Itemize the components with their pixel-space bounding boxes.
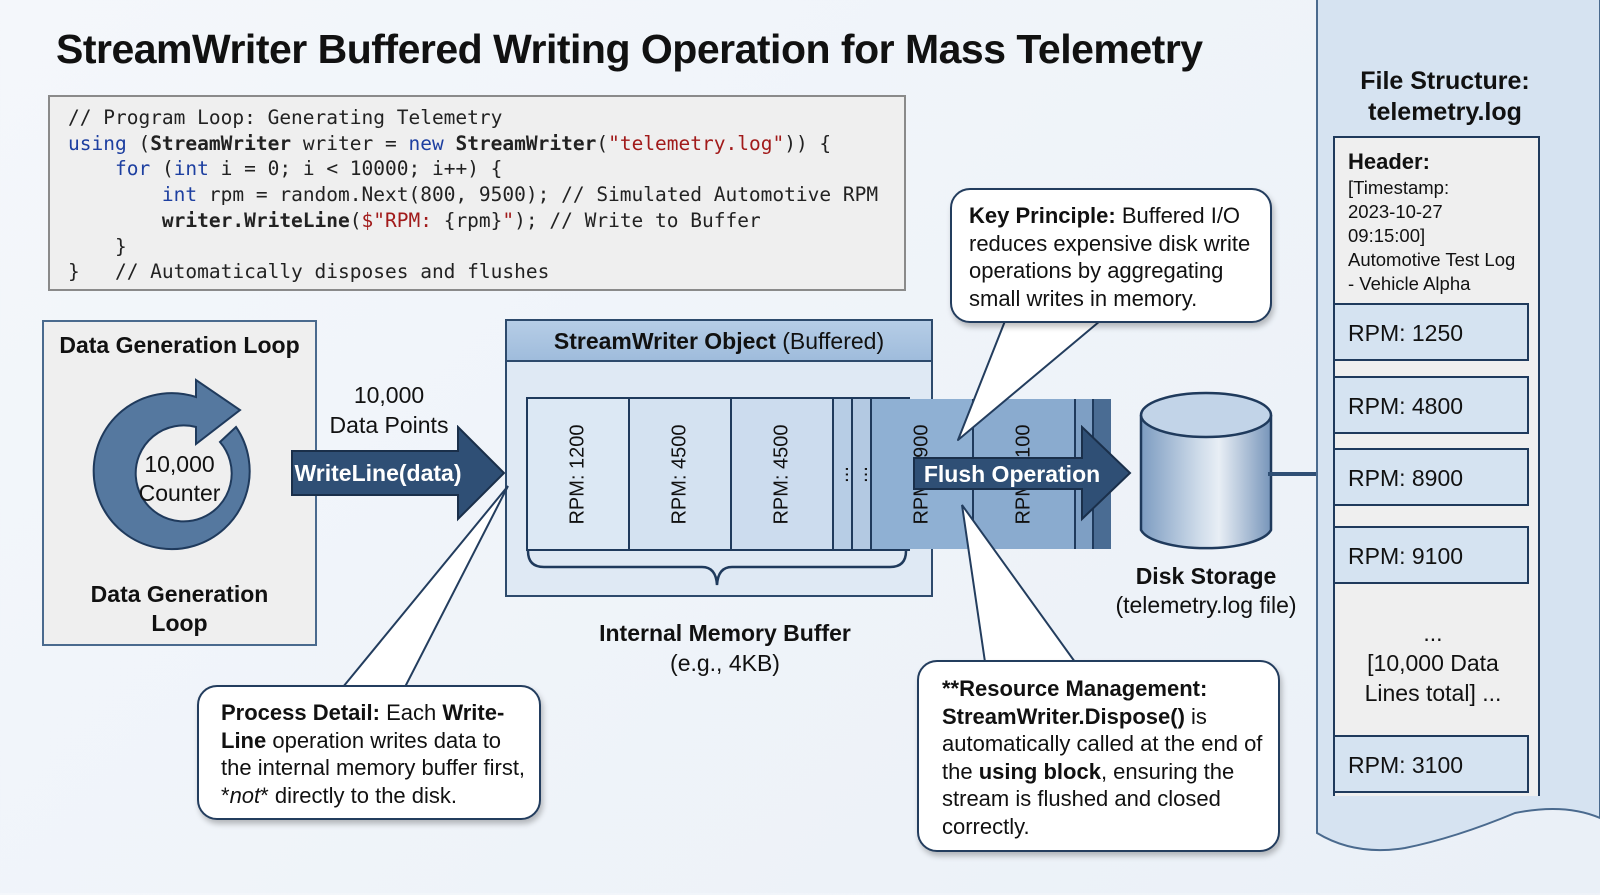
- buffer-cell: ...: [849, 399, 872, 549]
- buffer-brace: [526, 550, 908, 586]
- counter-value: 10,000: [144, 451, 215, 477]
- file-header-line: Automotive Test Log: [1348, 249, 1516, 270]
- flush-operation-arrow: Flush Operation: [913, 425, 1132, 522]
- code-snippet: // Program Loop: Generating Telemetry us…: [48, 95, 906, 291]
- disk-storage-label: Disk Storage (telemetry.log file): [1095, 562, 1317, 620]
- file-header-label: Header:: [1348, 149, 1430, 174]
- file-structure-title: File Structure: telemetry.log: [1330, 66, 1560, 128]
- counter-label: 10,000 Counter: [44, 450, 315, 508]
- file-more-line: Lines total] ...: [1364, 680, 1502, 706]
- callout-text: Buffered I/O reduces expensive disk writ…: [969, 203, 1251, 311]
- data-points-count: 10,000: [353, 382, 425, 408]
- file-more-lines: ... [10,000 Data Lines total] ...: [1335, 618, 1531, 708]
- code-line: writer.WriteLine($"RPM: {rpm}"); // Writ…: [161, 208, 761, 232]
- file-header-line: 09:15:00]: [1348, 225, 1426, 246]
- process-detail-callout: Process Detail: Each Write-Line operatio…: [197, 685, 541, 820]
- memory-buffer-label: Internal Memory Buffer (e.g., 4KB): [560, 618, 890, 678]
- loop-cycle-icon: [92, 378, 251, 551]
- writeline-arrow-label: WriteLine(data): [295, 460, 462, 486]
- callout-emphasis: Write-Line: [221, 700, 505, 753]
- memory-buffer-title: Internal Memory Buffer: [599, 620, 851, 646]
- callout-text: * directly to the disk.: [260, 782, 458, 808]
- file-more-line: [10,000 Data: [1367, 650, 1499, 676]
- streamwriter-title-suffix: (Buffered): [775, 328, 885, 354]
- code-line: }: [68, 234, 127, 258]
- file-row: RPM: 9100: [1333, 526, 1529, 584]
- buffer-cell-label: RPM: 1200: [566, 423, 589, 525]
- buffer-cell-label: RPM: 4500: [770, 423, 793, 525]
- buffer-cell: RPM: 4500: [732, 399, 835, 549]
- callout-text: , ensuring the stream is flushed and clo…: [942, 758, 1235, 839]
- memory-buffer-size: (e.g., 4KB): [670, 650, 780, 676]
- file-header-line: [Timestamp:: [1348, 177, 1450, 198]
- page-title: StreamWriter Buffered Writing Operation …: [56, 26, 1203, 72]
- data-points-label: 10,000 Data Points: [316, 380, 462, 440]
- file-structure-filename: telemetry.log: [1368, 98, 1522, 126]
- counter-caption: Counter: [138, 480, 221, 506]
- buffer-cell-label: ...: [849, 465, 872, 483]
- code-line: int rpm = random.Next(800, 9500); // Sim…: [161, 183, 879, 207]
- flush-arrow-label: Flush Operation: [924, 461, 1100, 487]
- file-header-line: 2023-10-27: [1348, 201, 1443, 222]
- file-ellipsis: ...: [1423, 620, 1443, 646]
- callout-italic: not: [229, 782, 261, 808]
- buffer-cell-label: RPM: 4500: [668, 423, 691, 525]
- file-structure-title-line: File Structure:: [1360, 67, 1530, 95]
- callout-heading: Key Principle:: [969, 203, 1116, 228]
- file-header-block: Header: [Timestamp: 2023-10-27 09:15:00] Au…: [1348, 148, 1515, 296]
- file-row: RPM: 1250: [1333, 303, 1529, 361]
- file-header-lines: [Timestamp: 2023-10-27 09:15:00] Automotive…: [1348, 176, 1515, 296]
- callout-heading: **Resource Management: StreamWriter.Disp…: [942, 676, 1208, 729]
- code-line: } // Automatically disposes and flushes: [68, 260, 550, 284]
- loop-box-title: Data Generation Loop: [59, 332, 300, 358]
- data-generation-loop-box: Data Generation Loop 10,000 Counter Data…: [42, 320, 317, 646]
- streamwriter-object: StreamWriter Object (Buffered) RPM: 1200…: [505, 319, 1113, 597]
- loop-footer-line: Loop: [151, 610, 208, 636]
- code-line: // Program Loop: Generating Telemetry: [68, 106, 503, 129]
- callout-text: Each: [379, 700, 443, 725]
- writeline-arrow: WriteLine(data): [291, 425, 506, 522]
- file-contents: Header: [Timestamp: 2023-10-27 09:15:00] Au…: [1333, 136, 1540, 796]
- buffer-cell: ...: [831, 399, 853, 549]
- disk-storage-icon: [1139, 391, 1273, 550]
- file-header-line: - Vehicle Alpha: [1348, 273, 1471, 294]
- buffer-cell: RPM: 1200: [528, 399, 631, 549]
- file-row: RPM: 4800: [1333, 376, 1529, 434]
- loop-box-footer: Data Generation Loop: [44, 580, 315, 638]
- callout-heading: Process Detail:: [221, 700, 380, 725]
- file-row-last: RPM: 3100: [1333, 735, 1529, 793]
- disk-subtitle: (telemetry.log file): [1115, 592, 1297, 618]
- callout-text: operation writes data to the internal me…: [221, 727, 526, 808]
- code-line: for (int i = 0; i < 10000; i++) {: [114, 157, 503, 181]
- loop-footer-line: Data Generation: [90, 581, 269, 607]
- code-line: using (StreamWriter writer = new StreamW…: [68, 131, 832, 155]
- streamwriter-header: StreamWriter Object (Buffered): [507, 321, 931, 362]
- buffer-cell: RPM: 4500: [630, 399, 733, 549]
- file-row: RPM: 8900: [1333, 448, 1529, 506]
- callout-text: is automatically called at the end of th…: [942, 703, 1263, 784]
- resource-management-callout: **Resource Management: StreamWriter.Disp…: [917, 660, 1280, 852]
- key-principle-callout: Key Principle: Buffered I/O reduces expe…: [950, 188, 1272, 323]
- data-points-caption: Data Points: [329, 412, 449, 438]
- callout-emphasis: using block: [978, 758, 1101, 784]
- disk-title: Disk Storage: [1135, 563, 1277, 589]
- streamwriter-title: StreamWriter Object: [553, 328, 776, 354]
